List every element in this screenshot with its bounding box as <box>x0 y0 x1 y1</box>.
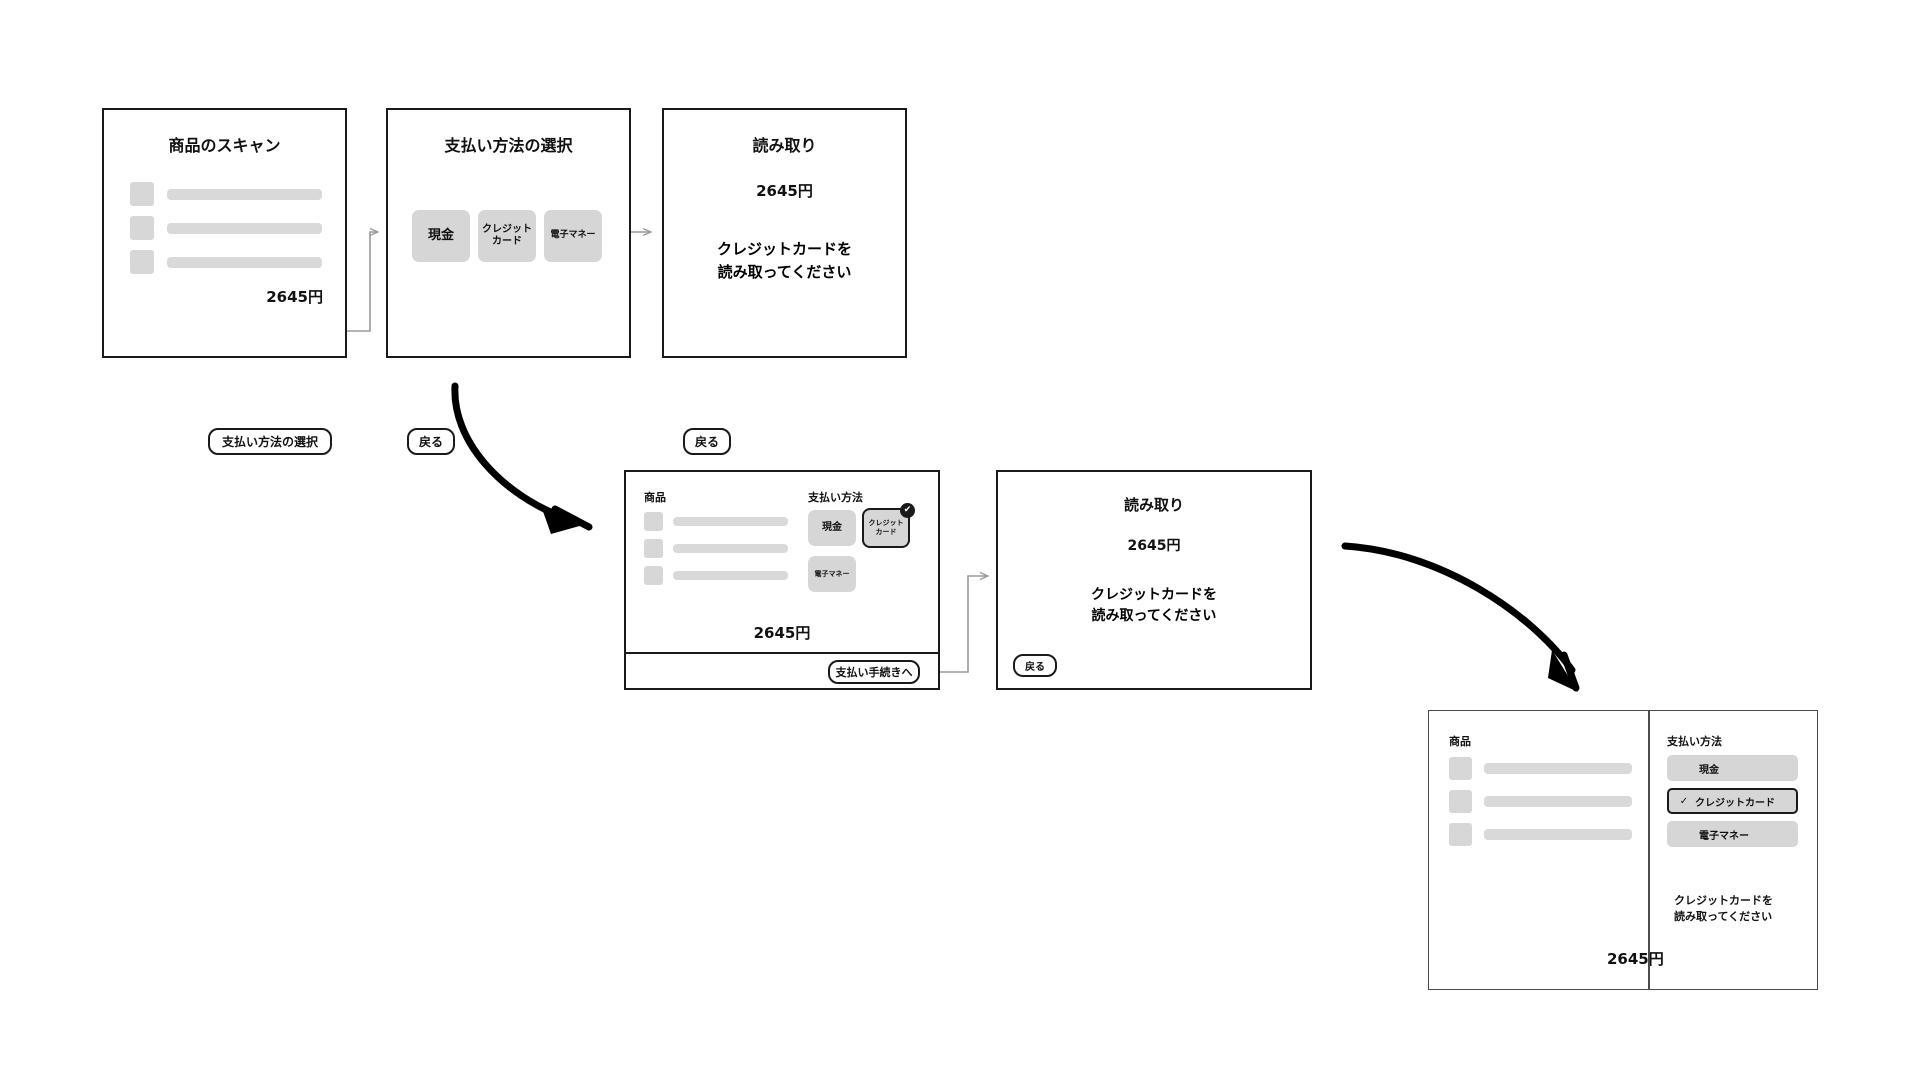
page-title: 読み取り <box>1123 496 1184 514</box>
product-thumb <box>130 250 154 274</box>
payment-method-row-credit-card[interactable]: ✓ クレジットカード <box>1667 788 1798 814</box>
panel-divider <box>1648 711 1650 989</box>
product-name-bar <box>1484 763 1632 774</box>
payment-method-cash[interactable]: 現金 <box>808 510 856 546</box>
payment-method-label: 現金 <box>1699 764 1719 776</box>
screen-card-reading-top: 読み取り 2645円 クレジットカードを 読み取ってください 戻る <box>662 108 907 455</box>
row-check-icon: ✓ <box>1679 795 1689 807</box>
product-name-bar <box>167 188 322 200</box>
product-thumb <box>130 216 154 240</box>
reading-instruction: クレジットカードを 読み取ってください <box>998 585 1310 627</box>
payment-method-label: 電子マネー <box>550 230 596 241</box>
list-item <box>1449 823 1632 846</box>
screen-card-method-select: 支払い方法の選択 現金 クレジット カード 電子マネー 戻る <box>386 108 631 455</box>
products-section-label: 商品 <box>1449 735 1471 748</box>
reading-instruction: クレジットカードを 読み取ってください <box>664 238 905 285</box>
page-title: 支払い方法の選択 <box>444 136 573 155</box>
product-name-bar <box>1484 796 1632 807</box>
payment-method-label: 電子マネー <box>814 569 850 578</box>
product-thumb <box>644 539 663 558</box>
payment-method-label-line1: クレジット <box>482 223 532 235</box>
payment-method-label: 電子マネー <box>1699 830 1749 842</box>
product-thumb <box>644 566 663 585</box>
select-payment-method-button[interactable]: 支払い方法の選択 <box>208 428 332 455</box>
product-list <box>1449 757 1632 846</box>
list-item <box>644 512 788 531</box>
proceed-to-payment-button[interactable]: 支払い手続きへ <box>828 660 920 684</box>
payment-method-label: 現金 <box>427 227 454 243</box>
payment-method-row-cash[interactable]: 現金 <box>1667 755 1798 781</box>
product-thumb <box>1449 757 1472 780</box>
list-item <box>130 216 322 240</box>
product-name-bar <box>167 222 322 234</box>
total-amount: 2645円 <box>1127 538 1181 554</box>
reading-instruction-line1: クレジットカードを <box>716 240 852 258</box>
total-amount: 2645円 <box>266 288 323 306</box>
payment-method-label-line2: カード <box>875 528 897 536</box>
selected-check-icon: ✔ <box>900 503 915 518</box>
reading-instruction-line1: クレジットカードを <box>1091 587 1217 603</box>
product-list <box>130 182 322 274</box>
product-name-bar <box>673 571 788 580</box>
payment-method-credit-card[interactable]: クレジット カード <box>478 210 536 262</box>
reading-instruction: クレジットカードを 読み取ってください <box>1674 893 1773 925</box>
list-item <box>1449 790 1632 813</box>
payment-method-label-line1: クレジット <box>868 519 904 528</box>
product-name-bar <box>673 517 788 526</box>
total-amount: 2645円 <box>1607 950 1664 968</box>
list-item <box>644 566 788 585</box>
screen-card-combined-mid: 商品 支払い方法 現金 クレジット カード ✔ 電子マネー <box>624 470 940 690</box>
reading-instruction-line1: クレジットカードを <box>1674 894 1773 907</box>
product-name-bar <box>167 256 322 268</box>
reading-instruction-line2: 読み取ってください <box>717 263 852 282</box>
footer-divider <box>626 652 938 654</box>
list-item <box>1449 757 1632 780</box>
payment-method-emoney[interactable]: 電子マネー <box>808 556 856 592</box>
payment-method-row-emoney[interactable]: 電子マネー <box>1667 821 1798 847</box>
list-item <box>130 182 322 206</box>
screen-card-combined-final: 商品 2645円 支払い方法 現金 ✓ クレジットカード <box>1428 710 1818 990</box>
screen-card-reading-mid: 読み取り 2645円 クレジットカードを 読み取ってください 戻る <box>996 470 1312 690</box>
flow-arrow-mid-to-final <box>1341 542 1580 692</box>
page-title: 商品のスキャン <box>168 136 281 155</box>
product-list <box>644 512 788 585</box>
product-thumb <box>1449 790 1472 813</box>
screen-card-scan: 商品のスキャン 2645円 支払い方法の選択 <box>102 108 347 455</box>
payment-method-label: 現金 <box>822 521 842 533</box>
payment-method-label: クレジットカード <box>1695 797 1775 809</box>
payment-method-cash[interactable]: 現金 <box>412 210 470 262</box>
product-thumb <box>1449 823 1472 846</box>
flow-arrow-top-to-mid <box>451 382 593 534</box>
product-thumb <box>130 182 154 206</box>
back-button[interactable]: 戻る <box>407 428 455 455</box>
product-thumb <box>644 512 663 531</box>
product-name-bar <box>673 544 788 553</box>
reading-instruction-line2: 読み取ってください <box>1091 608 1217 624</box>
list-item <box>644 539 788 558</box>
total-amount: 2645円 <box>756 182 813 200</box>
payment-method-credit-card-selected[interactable]: クレジット カード ✔ <box>862 503 915 548</box>
back-button[interactable]: 戻る <box>683 428 731 455</box>
products-section-label: 商品 <box>644 491 666 504</box>
methods-section-label: 支払い方法 <box>1667 735 1722 748</box>
back-button[interactable]: 戻る <box>1013 654 1057 677</box>
list-item <box>130 250 322 274</box>
page-title: 読み取り <box>752 136 817 155</box>
payment-method-emoney[interactable]: 電子マネー <box>544 210 602 262</box>
product-name-bar <box>1484 829 1632 840</box>
methods-section-label: 支払い方法 <box>808 491 863 504</box>
total-amount: 2645円 <box>753 624 811 642</box>
reading-instruction-line2: 読み取ってください <box>1674 909 1773 923</box>
payment-method-label-line2: カード <box>492 236 522 247</box>
